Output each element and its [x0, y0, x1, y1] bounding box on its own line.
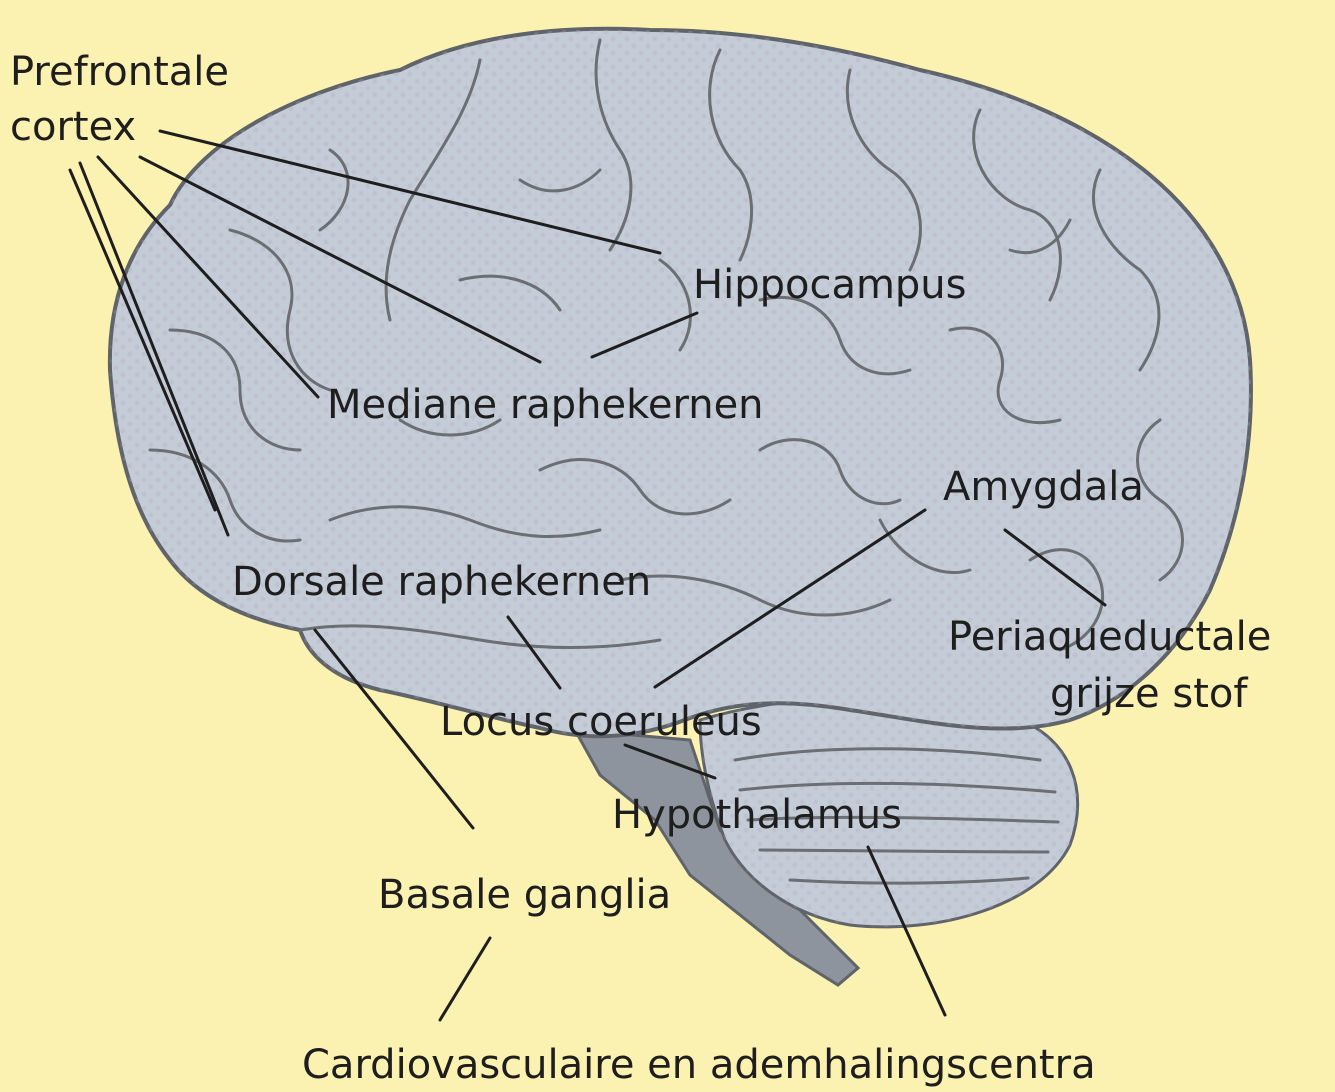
leader-basale-cardiovasculaire [440, 938, 490, 1020]
label-prefrontale-line2: cortex [10, 104, 136, 150]
label-hypothalamus: Hypothalamus [612, 792, 902, 838]
label-basale-ganglia: Basale ganglia [378, 872, 671, 918]
label-dorsale-raphekernen: Dorsale raphekernen [232, 559, 651, 605]
label-cardiovasculaire: Cardiovasculaire en ademhalingscentra [302, 1042, 1096, 1088]
label-amygdala: Amygdala [943, 464, 1144, 510]
label-mediane-raphekernen: Mediane raphekernen [327, 382, 764, 428]
label-prefrontale-line1: Prefrontale [10, 49, 229, 95]
label-periaqueductale-line2: grijze stof [1050, 671, 1248, 717]
label-locus-coeruleus: Locus coeruleus [440, 699, 762, 745]
label-hippocampus: Hippocampus [693, 262, 967, 308]
label-periaqueductale-line1: Periaqueductale [948, 614, 1271, 660]
